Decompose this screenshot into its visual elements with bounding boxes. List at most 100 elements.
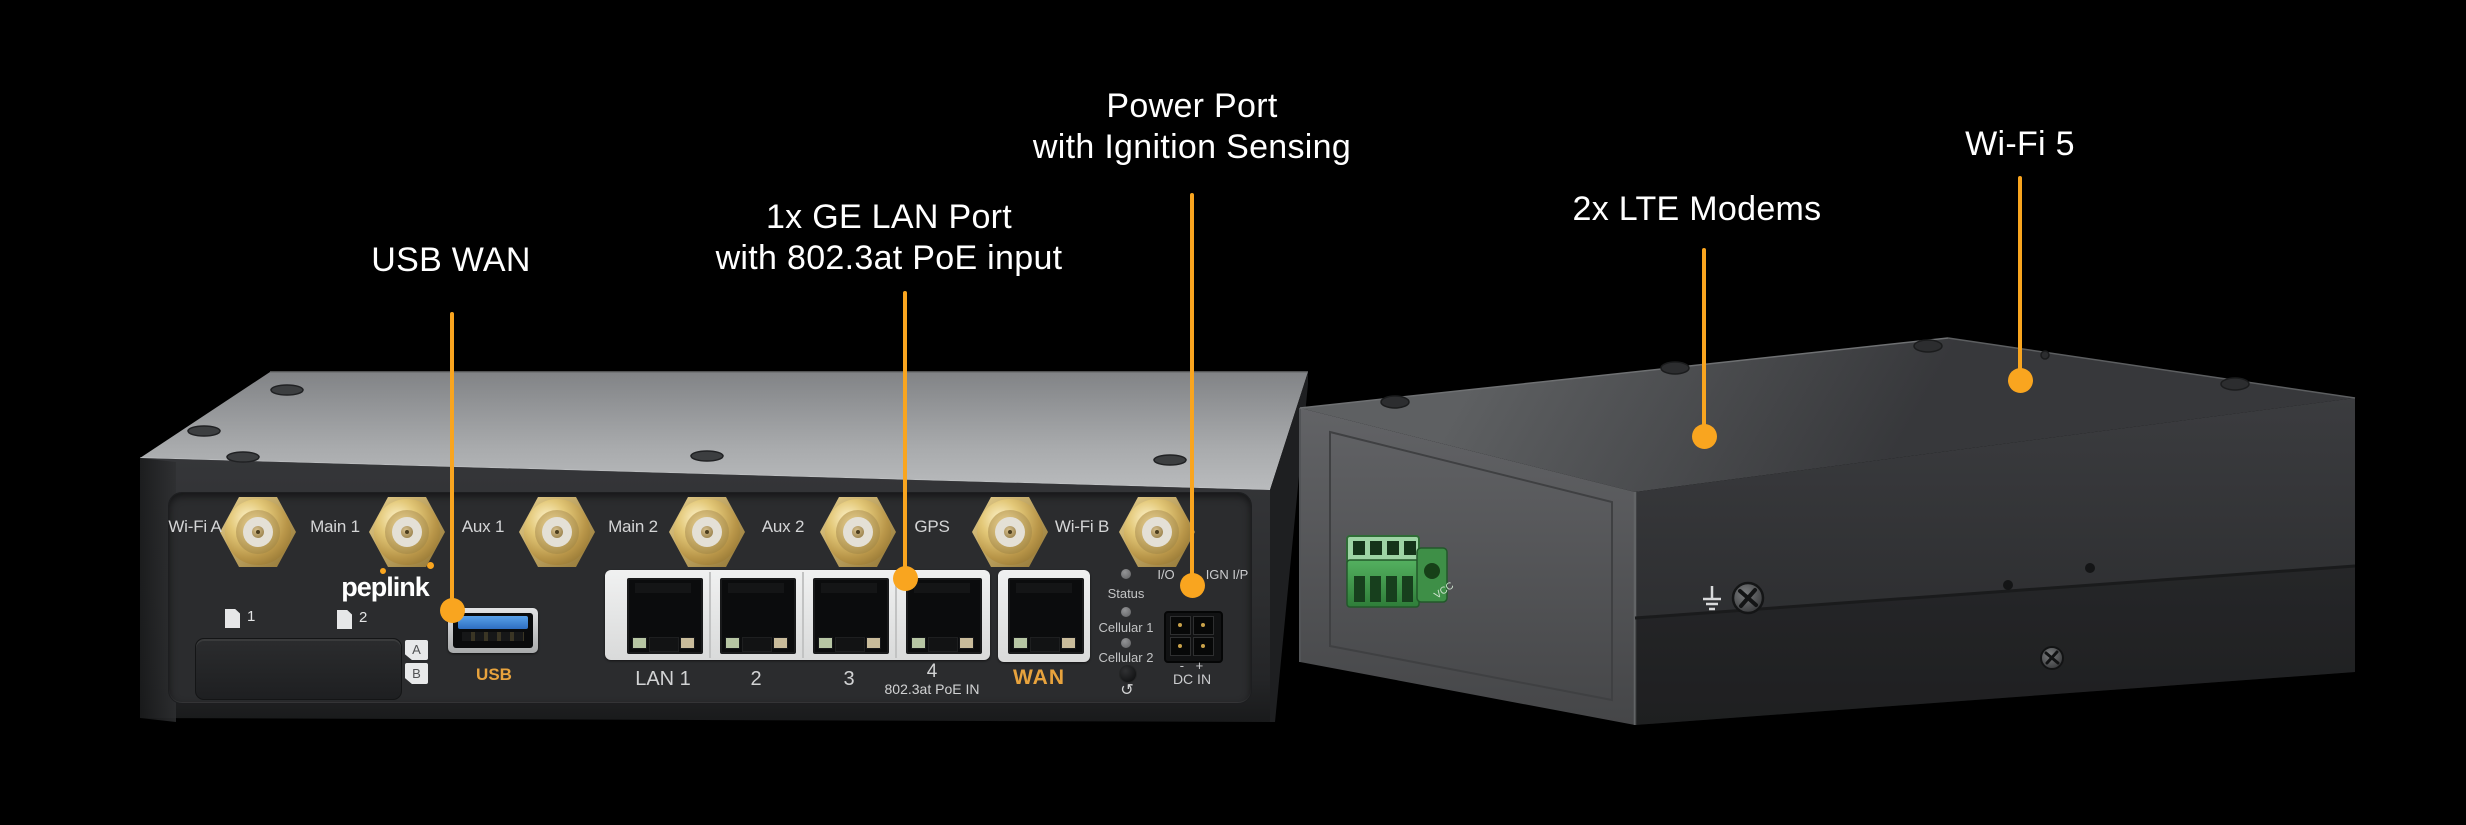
- ground-icon: [1703, 586, 1721, 611]
- sim-tab-b: B: [405, 663, 428, 684]
- angled-router-right-face: [1635, 398, 2355, 725]
- screw-icon: [1153, 454, 1187, 466]
- antenna-pin-hole: [856, 530, 860, 534]
- wan-label: WAN: [1013, 666, 1065, 689]
- sim-tab-a: A: [405, 640, 428, 660]
- io-label: I/O: [1157, 567, 1175, 582]
- sim-slot-cover: [195, 638, 402, 700]
- antenna-sma-connector: [1119, 494, 1195, 570]
- callout-line-power-port: [1190, 193, 1194, 585]
- callout-text: with 802.3at PoE input: [715, 239, 1063, 277]
- top-screws: [1380, 339, 2250, 409]
- phillips-cross-icon: [1738, 588, 1758, 608]
- port-clip-tab: [1030, 637, 1060, 652]
- callout-text: Power Port: [1106, 87, 1278, 125]
- antenna-sma-connector: [369, 494, 445, 570]
- callout-dot-ge-lan-port: [893, 566, 918, 591]
- reset-icon: ↺: [1120, 680, 1134, 699]
- sim-slot-1-label: 1: [247, 608, 256, 625]
- callout-text: 2x LTE Modems: [1572, 190, 1822, 228]
- terminal-hole: [1353, 541, 1365, 555]
- led-indicator: [1121, 569, 1131, 579]
- antenna-pin-hole: [1008, 530, 1012, 534]
- dc-polarity-label: - +: [1179, 658, 1204, 673]
- reset-button[interactable]: [1119, 665, 1137, 683]
- screw-icon: [2220, 377, 2250, 391]
- antenna-label: Main 2: [608, 517, 658, 536]
- port-contact-strip: [728, 583, 784, 593]
- led-label: Status: [1107, 586, 1145, 601]
- dc-pin: [1193, 616, 1214, 635]
- callout-text: with Ignition Sensing: [1032, 128, 1352, 166]
- port-clip-tab: [742, 637, 772, 652]
- screw-icon: [1660, 361, 1690, 375]
- terminal-slot: [1386, 576, 1397, 602]
- callout-text: Wi-Fi 5: [1965, 125, 2075, 163]
- port-clip-tab: [649, 637, 679, 652]
- callout-dot-power-port: [1180, 573, 1205, 598]
- callout-line-ge-lan-port: [903, 291, 907, 578]
- front-router-left-side: [140, 458, 176, 722]
- left-face-recess: [1329, 430, 1613, 702]
- antenna-sma-connector: [820, 494, 896, 570]
- callout-dot-wifi-5: [2008, 368, 2033, 393]
- bezel-divider: [895, 572, 897, 658]
- antenna-sma-connector: [669, 494, 745, 570]
- sim-icon: [225, 609, 240, 628]
- antenna-label: Wi-Fi B: [1054, 517, 1110, 536]
- antenna-label: Wi-Fi A: [168, 517, 222, 536]
- lan-port-label: 2: [750, 668, 762, 690]
- antenna-pin-hole: [405, 530, 409, 534]
- terminal-block-connector: VCC: [1346, 535, 1456, 608]
- led-label: Cellular 2: [1098, 650, 1154, 665]
- terminal-side-hole: [1424, 563, 1440, 579]
- port-clip-tab: [928, 637, 958, 652]
- antenna-sma-connector: [972, 494, 1048, 570]
- screw-icon: [690, 450, 724, 462]
- port-led-green: [818, 637, 833, 649]
- ign-label: IGN I/P: [1205, 567, 1249, 582]
- lan-port-label: 3: [843, 668, 855, 690]
- port-led-amber: [959, 637, 974, 649]
- antenna-sma-connector: [220, 494, 296, 570]
- callout-dot-lte-modems: [1692, 424, 1717, 449]
- port-led-green: [911, 637, 926, 649]
- port-led-green: [1013, 637, 1028, 649]
- led-indicator: [1121, 638, 1131, 648]
- antenna-pin-hole: [256, 530, 260, 534]
- terminal-slot: [1370, 576, 1381, 602]
- antenna-label: GPS: [914, 517, 950, 536]
- usb-pins: [462, 632, 524, 641]
- screw-icon: [1913, 339, 1943, 353]
- port-contact-strip: [1016, 583, 1072, 593]
- port-led-amber: [866, 637, 881, 649]
- logo-dot-icon: [427, 562, 434, 569]
- bezel-divider: [802, 572, 804, 658]
- led-indicator: [1121, 607, 1131, 617]
- dc-in-label: DC IN: [1172, 671, 1212, 687]
- dc-pin: [1170, 616, 1191, 635]
- port-led-amber: [773, 637, 788, 649]
- front-router-top-face: [140, 372, 1308, 490]
- terminal-hole: [1387, 541, 1399, 555]
- terminal-hole: [1404, 541, 1416, 555]
- callout-label-usb-wan: USB WAN: [131, 240, 771, 281]
- lan-port-label: 4: [926, 661, 938, 682]
- phillips-cross-icon: [2044, 650, 2060, 665]
- usb-label: USB: [476, 665, 512, 684]
- antenna-label: Main 1: [310, 517, 360, 536]
- port-led-amber: [680, 637, 695, 649]
- dc-pin: [1193, 637, 1214, 656]
- port-contact-strip: [635, 583, 691, 593]
- callout-line-wifi-5: [2018, 176, 2022, 380]
- screw-icon: [226, 451, 260, 463]
- port-contact-strip: [914, 583, 970, 593]
- angled-router-top-face: [1300, 338, 2355, 492]
- callout-line-usb-wan: [450, 312, 454, 610]
- bezel-divider: [709, 572, 711, 658]
- sim-icon: [337, 610, 352, 629]
- terminal-hole: [1370, 541, 1382, 555]
